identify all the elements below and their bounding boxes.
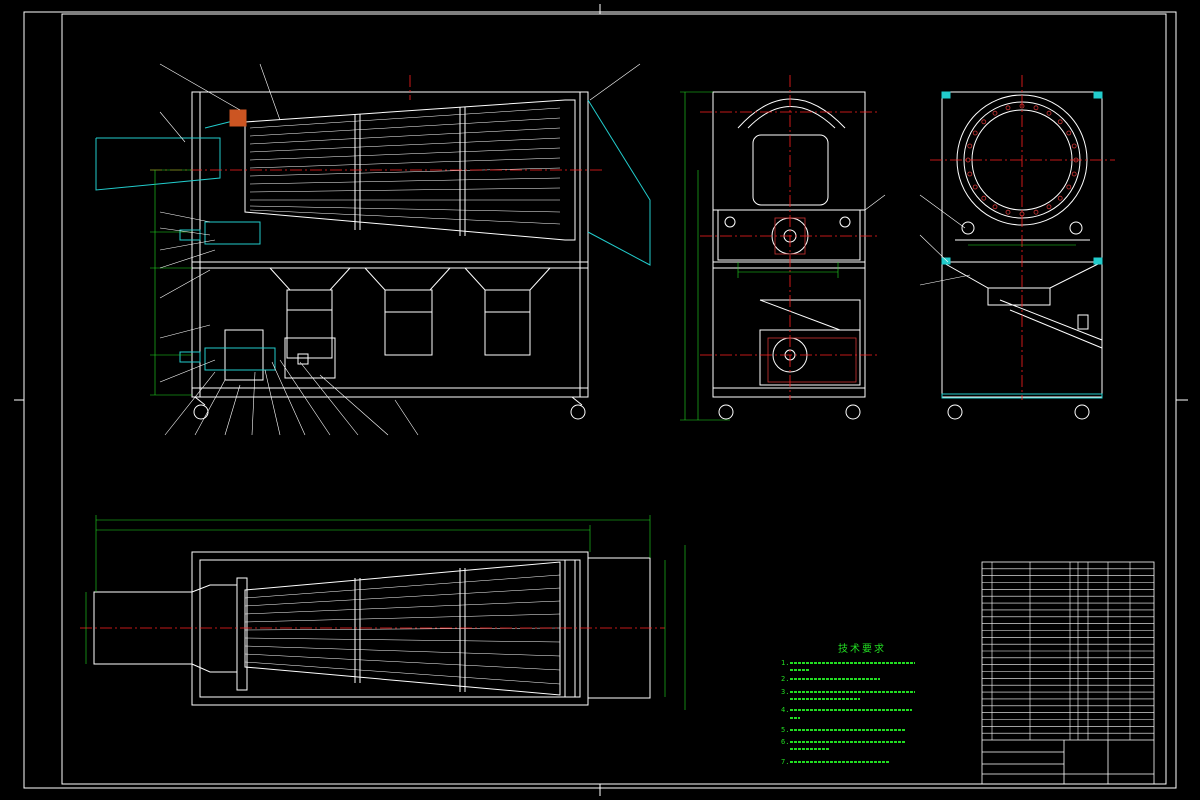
bolt-hole xyxy=(1066,184,1072,190)
bolt-hole xyxy=(981,119,987,125)
bolt-hole xyxy=(1005,209,1011,215)
end-centerlines xyxy=(930,75,1115,400)
requirement-3: 3. xyxy=(781,688,790,696)
bolt-hole xyxy=(1033,209,1039,215)
bolt-hole xyxy=(992,110,998,116)
requirement-2: 2. xyxy=(781,675,790,683)
side-view xyxy=(712,91,866,420)
bolt-hole xyxy=(1046,204,1052,210)
bolt-hole xyxy=(1071,143,1077,149)
top-dimensions xyxy=(85,515,686,710)
bolt-hole xyxy=(972,130,978,136)
bolt-hole xyxy=(972,184,978,190)
bolt-hole xyxy=(1057,119,1063,125)
bolt-hole xyxy=(981,195,987,201)
bolt-hole xyxy=(1046,110,1052,116)
front-centerlines xyxy=(150,75,605,171)
bolt-hole xyxy=(1005,105,1011,111)
bolt-hole xyxy=(1066,130,1072,136)
bolt-hole xyxy=(1057,195,1063,201)
side-dimensions xyxy=(680,91,886,421)
bolt-hole xyxy=(967,171,973,177)
top-view xyxy=(93,551,651,706)
technical-requirements-title: 技术要求 xyxy=(838,644,886,655)
title-block xyxy=(981,561,1155,785)
end-dimensions xyxy=(919,194,1076,286)
front-view xyxy=(95,91,651,420)
requirement-1: 1. xyxy=(781,659,790,667)
front-dimensions xyxy=(150,63,641,436)
requirement-4: 4. xyxy=(781,706,790,714)
bolt-hole xyxy=(992,204,998,210)
bolt-hole xyxy=(1071,171,1077,177)
sheet-frame xyxy=(14,4,1188,796)
requirement-5: 5. xyxy=(781,726,790,734)
side-centerlines xyxy=(700,75,880,400)
requirement-6: 6. xyxy=(781,738,790,746)
bolt-hole xyxy=(967,143,973,149)
requirement-7: 7. xyxy=(781,758,790,766)
end-section-highlights xyxy=(941,91,1103,399)
parts-list xyxy=(982,562,1154,740)
bolt-hole xyxy=(1033,105,1039,111)
